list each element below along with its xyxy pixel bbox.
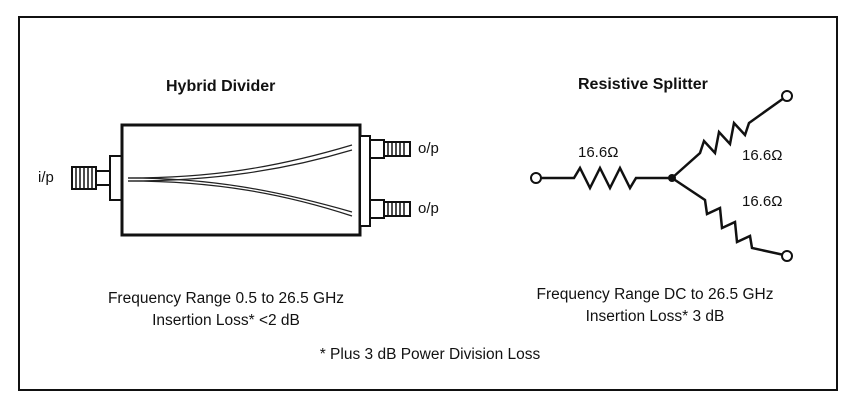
resistor-top-label: 16.6Ω <box>742 147 783 164</box>
output-terminal-top <box>781 90 793 102</box>
splitter-insertion-loss: Insertion Loss* 3 dB <box>585 308 725 325</box>
resistive-splitter-title: Resistive Splitter <box>578 76 708 93</box>
junction-node <box>668 174 676 182</box>
input-port-label: i/p <box>38 169 54 186</box>
resistor-bottom-label: 16.6Ω <box>742 193 783 210</box>
output-connector-top <box>369 139 411 159</box>
hybrid-insertion-loss: Insertion Loss* <2 dB <box>152 312 300 329</box>
hybrid-divider-title: Hybrid Divider <box>166 78 276 95</box>
resistor-top <box>671 96 785 179</box>
hybrid-frequency-range: Frequency Range 0.5 to 26.5 GHz <box>107 290 345 307</box>
splitter-caption: Frequency Range DC to 26.5 GHz Insertion… <box>520 284 790 328</box>
resistor-left-label: 16.6Ω <box>578 144 619 161</box>
splitter-frequency-range: Frequency Range DC to 26.5 GHz <box>536 286 774 303</box>
resistor-left <box>541 165 672 191</box>
input-connector <box>71 155 123 201</box>
output-port-label-top: o/p <box>418 140 439 157</box>
hybrid-caption: Frequency Range 0.5 to 26.5 GHz Insertio… <box>106 288 346 332</box>
output-port-label-bottom: o/p <box>418 200 439 217</box>
footnote: * Plus 3 dB Power Division Loss <box>319 346 541 363</box>
diagram-frame <box>18 16 838 391</box>
output-connector-bottom <box>369 199 411 219</box>
input-terminal <box>530 172 542 184</box>
divider-body <box>120 123 371 237</box>
resistor-bottom <box>671 176 785 257</box>
output-terminal-bottom <box>781 250 793 262</box>
